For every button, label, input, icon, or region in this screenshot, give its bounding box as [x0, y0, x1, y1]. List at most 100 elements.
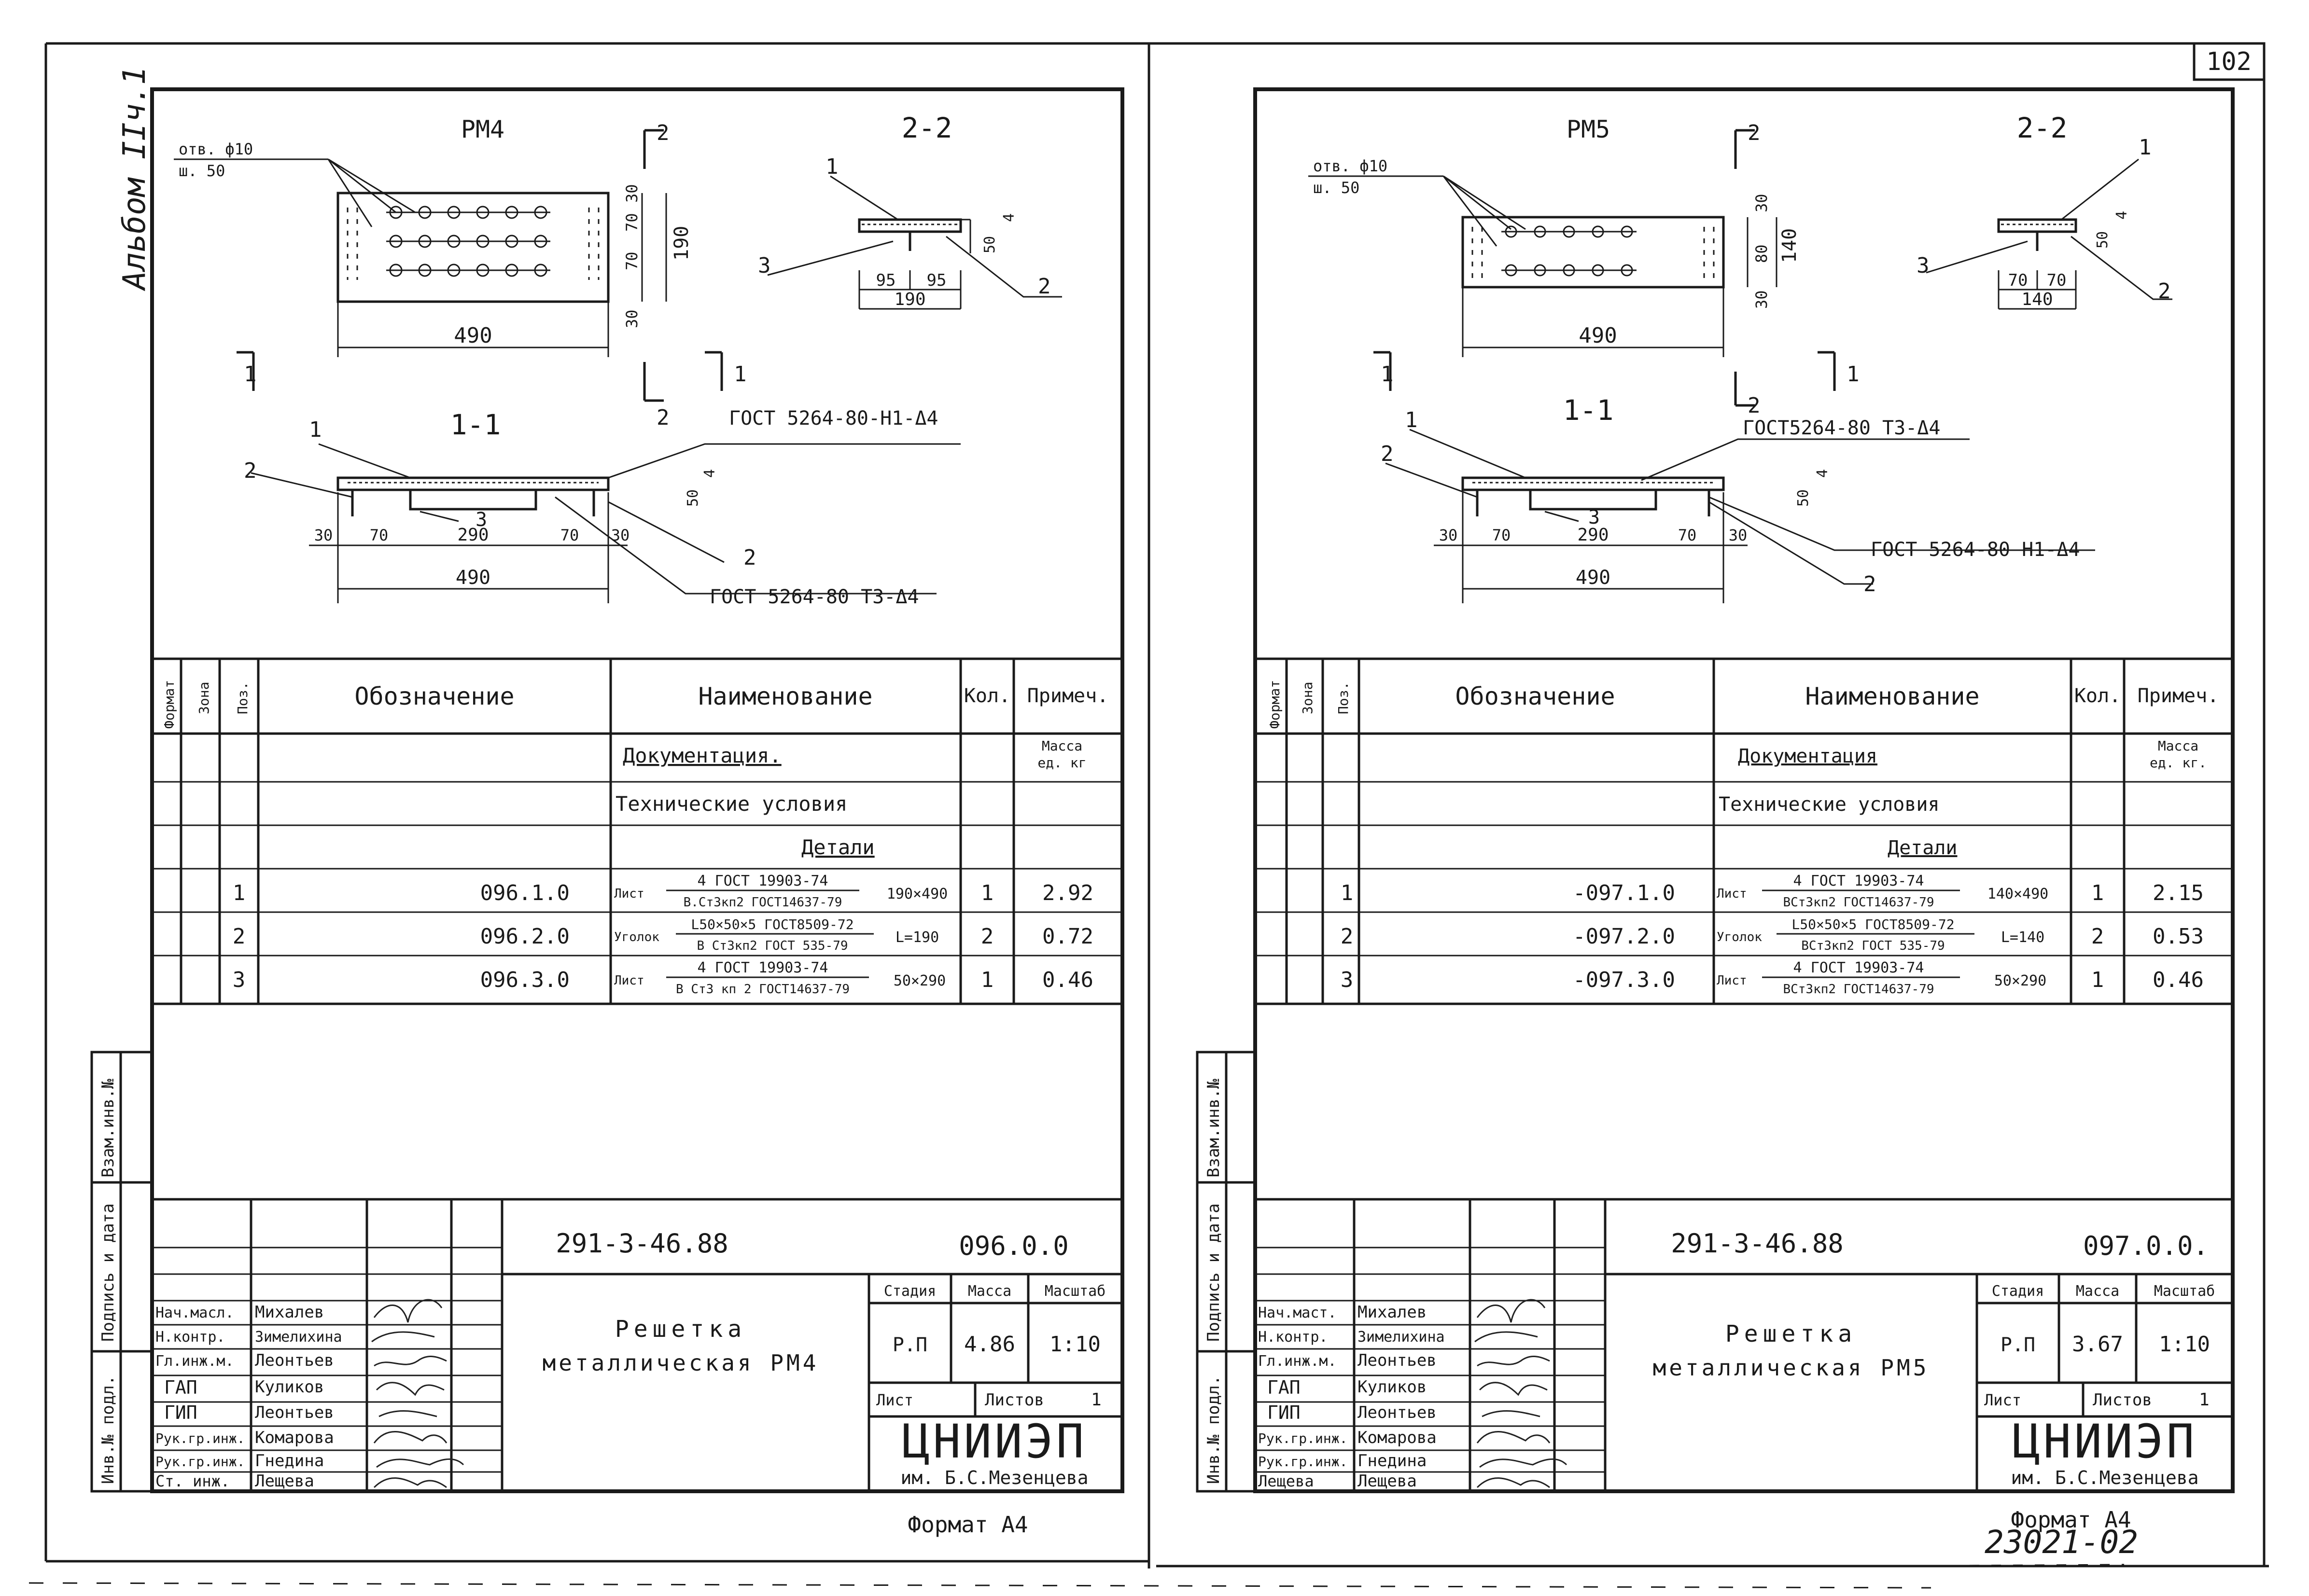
row3-designation: 096.3.0	[480, 968, 570, 992]
hdr-designation: Обозначение	[354, 682, 514, 710]
right-side-strip: Инв.№ подл. Подпись и дата Взам.инв.№	[1196, 1051, 1257, 1493]
cut-1-right: 1	[734, 362, 747, 387]
sec22-half-b: 95	[927, 271, 947, 290]
row1-prefix: Лист	[614, 887, 644, 901]
bottom-code: 23021-02	[1985, 1524, 2138, 1561]
hdr-name: Наименование	[698, 682, 872, 710]
plan-v2: 70	[623, 213, 641, 232]
row3-prefix: Лист	[614, 973, 644, 988]
gost-weld-top: ГОСТ5264-80 Т3-Δ4	[1743, 417, 1940, 439]
plan-height: 190	[671, 226, 693, 261]
mass-label: Масса	[2076, 1283, 2119, 1300]
hdr-format: Формат	[161, 680, 177, 729]
row2-name-suffix: L=190	[896, 929, 939, 946]
stage-label: Стадия	[884, 1283, 936, 1300]
row3-note: 0.46	[2153, 968, 2204, 992]
sec22-h: 50	[2094, 231, 2111, 249]
right-sheet: Инв.№ подл. Подпись и дата Взам.инв.№ РМ…	[1196, 87, 2235, 1533]
left-signatures	[371, 1299, 464, 1488]
person-role: Рук.гр.инж.	[155, 1430, 245, 1446]
person-name: Леонтьев	[255, 1403, 334, 1422]
row1-pos: 1	[1341, 881, 1354, 905]
sec11-t: 4	[1814, 469, 1831, 478]
hdr-designation: Обозначение	[1455, 682, 1615, 710]
sheets-label: Листов	[985, 1390, 1044, 1410]
sec22-half-a: 95	[876, 271, 896, 290]
row2-prefix: Уголок	[614, 930, 659, 944]
left-side-strip: Инв.№ подл. Подпись и дата Взам.инв.№	[90, 1051, 154, 1493]
mass-label: Масса	[968, 1283, 1011, 1300]
sec22-t: 4	[2113, 211, 2130, 220]
row2-qty: 2	[2091, 924, 2104, 949]
person-role: Гл.инж.м.	[1258, 1353, 1337, 1370]
person-name: Комарова	[255, 1428, 334, 1447]
mass-note-1: Масса	[2158, 738, 2198, 754]
row2-name-suffix: L=140	[2001, 929, 2044, 946]
row3-designation: -097.3.0	[1573, 968, 1675, 992]
sec11-a: 30	[1439, 526, 1458, 544]
sec11-total: 490	[1576, 567, 1610, 589]
person-name: Гнедина	[255, 1451, 324, 1471]
section-22-title: 2-2	[902, 111, 952, 144]
row1-qty: 1	[2091, 881, 2104, 905]
plan-height: 140	[1778, 228, 1801, 263]
sheets-label: Листов	[2093, 1390, 2152, 1410]
hole-note-2: ш. 50	[179, 162, 225, 180]
org-name: ЦНИИЭП	[2013, 1415, 2197, 1469]
row1-name-suffix: 140×490	[1987, 886, 2048, 902]
sec11-e: 30	[1729, 526, 1748, 544]
sec22-total: 190	[894, 290, 925, 309]
gost-weld-bottom: ГОСТ 5264-80 Н1-Δ4	[1871, 539, 2080, 561]
section-11-title: 1-1	[1563, 394, 1614, 427]
plan-v2: 80	[1752, 244, 1771, 263]
scale-value: 1:10	[1050, 1332, 1101, 1357]
sheets-count: 1	[2199, 1390, 2210, 1410]
sec22-half-b: 70	[2047, 271, 2067, 290]
sec22-callout-2: 2	[2158, 279, 2171, 304]
sec11-callout-2: 2	[244, 458, 257, 483]
person-role: Ст. инж.	[155, 1472, 230, 1490]
person-name: Комарова	[1357, 1428, 1437, 1447]
row3-name-bottom: В Ст3 кп 2 ГОСТ14637-79	[676, 982, 850, 997]
cut-2-bottom: 2	[657, 405, 670, 430]
sec11-b: 70	[370, 526, 389, 544]
hole-note-2: ш. 50	[1313, 179, 1359, 197]
row1-name-suffix: 190×490	[887, 886, 948, 902]
person-name: Леонтьев	[255, 1351, 334, 1370]
person-name: Михалев	[255, 1303, 324, 1322]
row3-pos: 3	[1341, 968, 1354, 992]
person-role: ГИП	[164, 1402, 197, 1423]
hdr-pos: Поз.	[235, 682, 251, 714]
person-role: Рук.гр.инж.	[1258, 1430, 1347, 1446]
row1-note: 2.92	[1042, 881, 1093, 905]
hdr-qty: Кол.	[2074, 685, 2121, 707]
row1-name-bottom: ВСт3кп2 ГОСТ14637-79	[1783, 895, 1934, 910]
format-label: Формат А4	[908, 1512, 1028, 1538]
hdr-note: Примеч.	[2138, 685, 2219, 707]
row1-note: 2.15	[2153, 881, 2204, 905]
sec22-half-a: 70	[2008, 271, 2028, 290]
sec11-callout-2b: 2	[743, 545, 756, 570]
sec11-callout-2b: 2	[1863, 572, 1876, 597]
doc-code: 291-3-46.88	[1671, 1228, 1844, 1259]
sec22-h: 50	[981, 236, 998, 253]
cut-1-left: 1	[244, 362, 257, 387]
sec11-callout-1: 1	[309, 417, 322, 442]
hdr-qty: Кол.	[964, 685, 1010, 707]
person-role: ГАП	[164, 1377, 197, 1398]
person-name: Михалев	[1357, 1303, 1427, 1322]
row2-note: 0.72	[1042, 924, 1093, 949]
sec22-callout-1: 1	[826, 154, 839, 179]
row1-name-top: 4 ГОСТ 19903-74	[698, 873, 828, 889]
sec22-callout-3: 3	[1917, 253, 1930, 278]
sec11-e: 30	[611, 526, 630, 544]
row-tech-conditions: Технические условия	[616, 792, 847, 816]
row2-pos: 2	[1341, 924, 1354, 949]
cut-2-top: 2	[657, 121, 670, 145]
org-name: ЦНИИЭП	[902, 1415, 1087, 1469]
row2-name-top: L50×50×5 ГОСТ8509-72	[1791, 916, 1954, 932]
row-documentation: Документация.	[623, 744, 782, 767]
sheets-count: 1	[1091, 1390, 1102, 1410]
hole-note-1: отв. ф10	[1313, 157, 1387, 175]
